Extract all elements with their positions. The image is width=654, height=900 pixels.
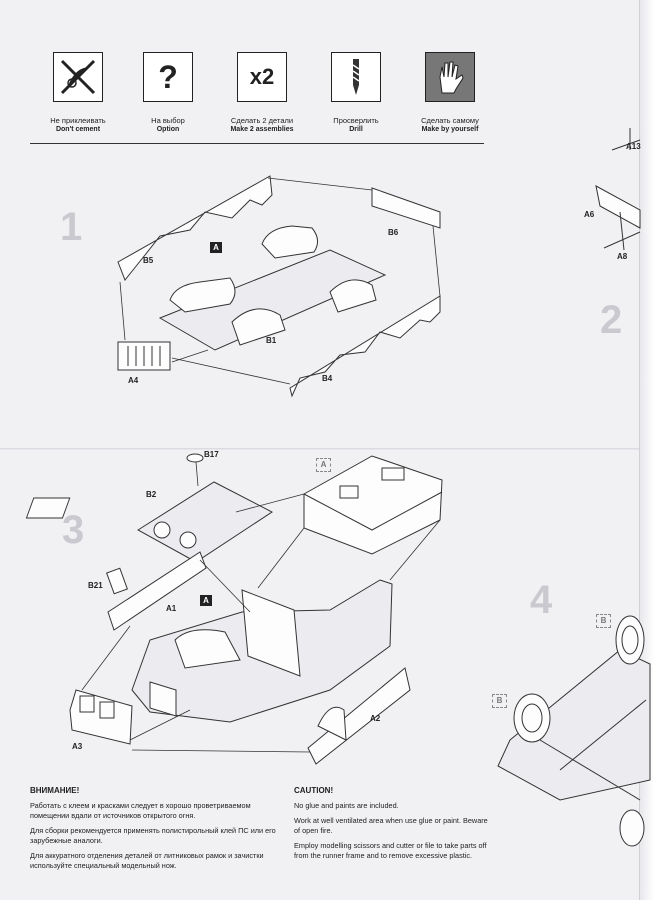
warning-title-ru: ВНИМАНИЕ! — [30, 786, 80, 795]
legend-item-no-glue: Не приклеивать Don't cement — [30, 52, 126, 133]
part-label-b4: B4 — [322, 374, 333, 383]
part-badge-b-left: B — [492, 694, 507, 708]
step-number-1: 1 — [60, 205, 83, 249]
part-label-a13: A13 — [626, 142, 641, 151]
warning-text-ru-3: Для аккуратного отделения деталей от лит… — [30, 851, 264, 870]
page-fold-crease — [0, 448, 654, 450]
part-label-a4: A4 — [128, 376, 139, 385]
part-badge-b-top: B — [596, 614, 611, 628]
no-glue-icon — [53, 52, 103, 102]
caution-title-en: CAUTION! — [294, 786, 334, 795]
hand-icon — [425, 52, 475, 102]
step3-drawing — [25, 453, 443, 765]
caution-text-en-1: No glue and paints are included. — [294, 801, 399, 810]
legend-item-make-yourself: Сделать самому Make by yourself — [402, 52, 498, 133]
warning-text-ru-2: Для сборки рекомендуется применять полис… — [30, 826, 276, 845]
part-label-a3: A3 — [72, 742, 83, 751]
part-badge-a: A — [210, 242, 222, 253]
step3-arrows — [81, 461, 441, 753]
step1-arrows — [119, 177, 441, 385]
legend-item-drill: Просверлить Drill — [308, 52, 404, 133]
part-label-b17: B17 — [204, 450, 219, 459]
part-badge-a-top: A — [316, 458, 331, 472]
part-label-b6: B6 — [388, 228, 399, 237]
question-mark-icon: ? — [143, 52, 193, 102]
caution-text-en-3: Employ modelling scissors and cutter or … — [294, 841, 487, 860]
step-number-3: 3 — [62, 508, 85, 552]
step-number-4: 4 — [530, 578, 553, 622]
part-label-a8: A8 — [617, 252, 628, 261]
legend-item-make-two: x2 Сделать 2 детали Make 2 assemblies — [214, 52, 310, 133]
legend-divider — [30, 143, 484, 144]
part-label-a6: A6 — [584, 210, 595, 219]
part-label-b5: B5 — [143, 256, 154, 265]
caution-notes-english: CAUTION! No glue and paints are included… — [294, 786, 494, 866]
step-number-2: 2 — [600, 298, 623, 342]
part-label-b1: B1 — [266, 336, 277, 345]
part-label-b21: B21 — [88, 581, 103, 590]
warning-notes-russian: ВНИМАНИЕ! Работать с клеем и красками сл… — [30, 786, 288, 876]
step4-drawing — [497, 615, 651, 847]
part-label-a2: A2 — [370, 714, 381, 723]
step2-drawing — [595, 128, 641, 251]
x2-icon: x2 — [237, 52, 287, 102]
step1-drawing — [117, 175, 441, 398]
symbol-legend: Не приклеивать Don't cement ? На выбор O… — [30, 52, 486, 144]
drill-bit-icon — [331, 52, 381, 102]
part-label-b2: B2 — [146, 490, 157, 499]
warning-text-ru-1: Работать с клеем и красками следует в хо… — [30, 801, 251, 820]
part-label-a1: A1 — [166, 604, 177, 613]
legend-item-option: ? На выбор Option — [120, 52, 216, 133]
caution-text-en-2: Work at well ventilated area when use gl… — [294, 816, 488, 835]
part-badge-a-body: A — [200, 595, 212, 606]
